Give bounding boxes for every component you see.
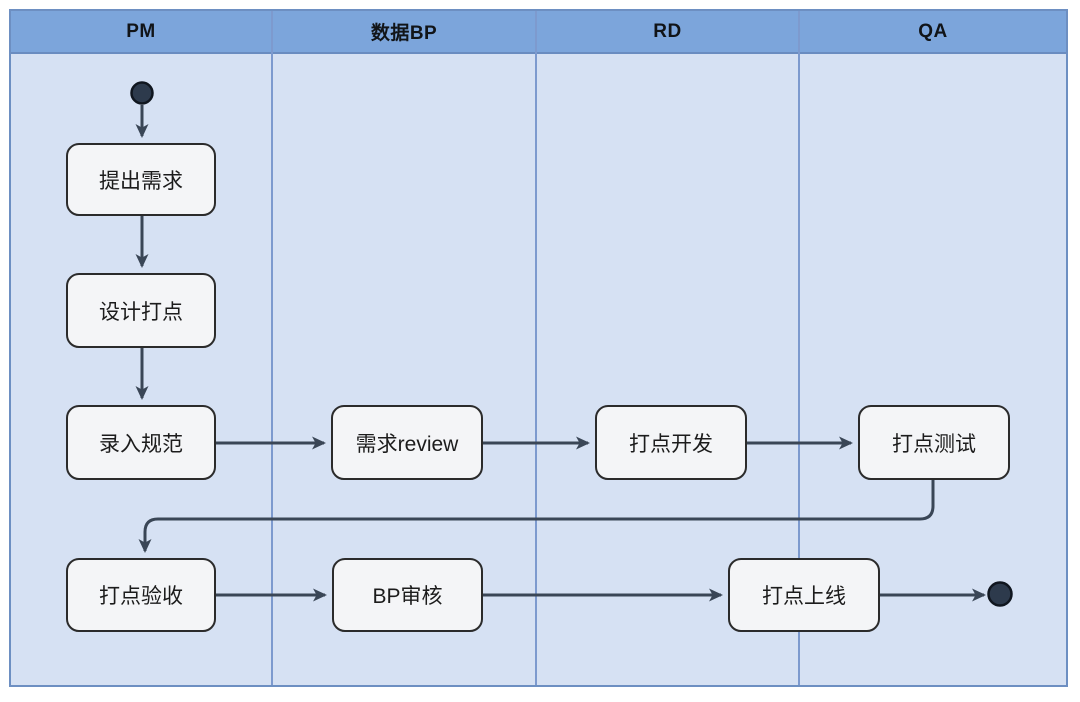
activity-dadianshangxian: 打点上线 bbox=[728, 558, 880, 632]
activity-xuqiureview: 需求review bbox=[331, 405, 483, 480]
activity-label: 打点开发 bbox=[629, 432, 713, 456]
activity-label: 提出需求 bbox=[99, 169, 183, 193]
lane-label-data-bp: 数据BP bbox=[370, 23, 438, 44]
activity-label: 录入规范 bbox=[99, 432, 183, 456]
lane-header-pm: PM bbox=[11, 11, 272, 54]
activity-shejidadian: 设计打点 bbox=[66, 273, 216, 348]
activity-label: 设计打点 bbox=[99, 300, 183, 324]
activity-bpshenhe: BP审核 bbox=[332, 558, 483, 632]
activity-dadianyanshou: 打点验收 bbox=[66, 558, 216, 632]
activity-luruguifan: 录入规范 bbox=[66, 405, 216, 480]
activity-label: 需求review bbox=[355, 432, 459, 456]
lane-label-rd: RD bbox=[653, 20, 682, 42]
activity-dadianceshi: 打点测试 bbox=[858, 405, 1010, 480]
activity-label: 打点测试 bbox=[892, 432, 976, 456]
activity-dadiankaifa: 打点开发 bbox=[595, 405, 747, 480]
lane-header-qa: QA bbox=[800, 11, 1066, 54]
lane-label-pm: PM bbox=[126, 20, 156, 42]
lane-header-rd: RD bbox=[537, 11, 799, 54]
activity-label: 打点上线 bbox=[762, 585, 846, 608]
activity-label: BP审核 bbox=[372, 585, 443, 608]
lane-label-qa: QA bbox=[918, 20, 948, 42]
activity-tichuxuqiu: 提出需求 bbox=[66, 143, 216, 216]
activity-label: 打点验收 bbox=[99, 585, 183, 608]
lane-header-data-bp: 数据BP bbox=[273, 11, 536, 54]
